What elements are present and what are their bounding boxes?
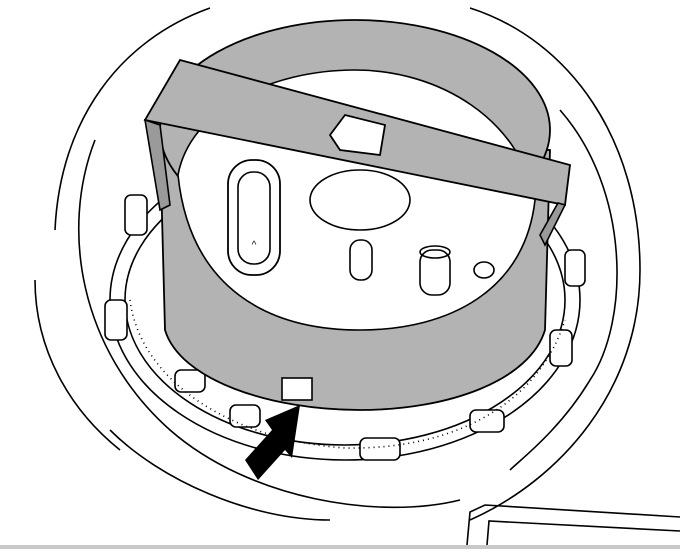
- pump-internals: ^: [227, 159, 495, 296]
- outer-ring-arc-left-top: [54, 7, 211, 231]
- inner-ring-arc-left: [77, 139, 461, 509]
- vent-fitting-top: [419, 245, 451, 259]
- tool-bar-left-leg: [143, 118, 171, 212]
- direction-arrow: [245, 405, 300, 480]
- vent-fitting: [419, 249, 451, 296]
- lock-ring-tabs: [104, 194, 586, 461]
- outer-ring-arc-bottom: [109, 429, 331, 521]
- outer-ring-arc-right: [469, 7, 641, 521]
- tank-opening-rings: [34, 7, 641, 521]
- bracket-outer: [466, 504, 680, 546]
- square-drive-hole: [328, 113, 387, 157]
- fuel-port: [349, 239, 373, 281]
- inner-ring-arc-right: [509, 109, 618, 471]
- locating-tab: [281, 377, 313, 401]
- small-port: [473, 261, 495, 279]
- electrical-connector-inner: [237, 171, 271, 265]
- electrical-connector: [227, 159, 281, 276]
- bottom-border: [0, 545, 680, 549]
- fuel-outlet: [309, 169, 411, 231]
- lock-ring: [104, 139, 586, 461]
- bracket-inner: [486, 520, 680, 546]
- outer-ring-arc-far-left: [34, 279, 121, 451]
- connector-pins-glyph: ^: [252, 240, 257, 251]
- tool-bar-right-leg: [539, 202, 567, 247]
- removal-tool-bar: [143, 58, 571, 247]
